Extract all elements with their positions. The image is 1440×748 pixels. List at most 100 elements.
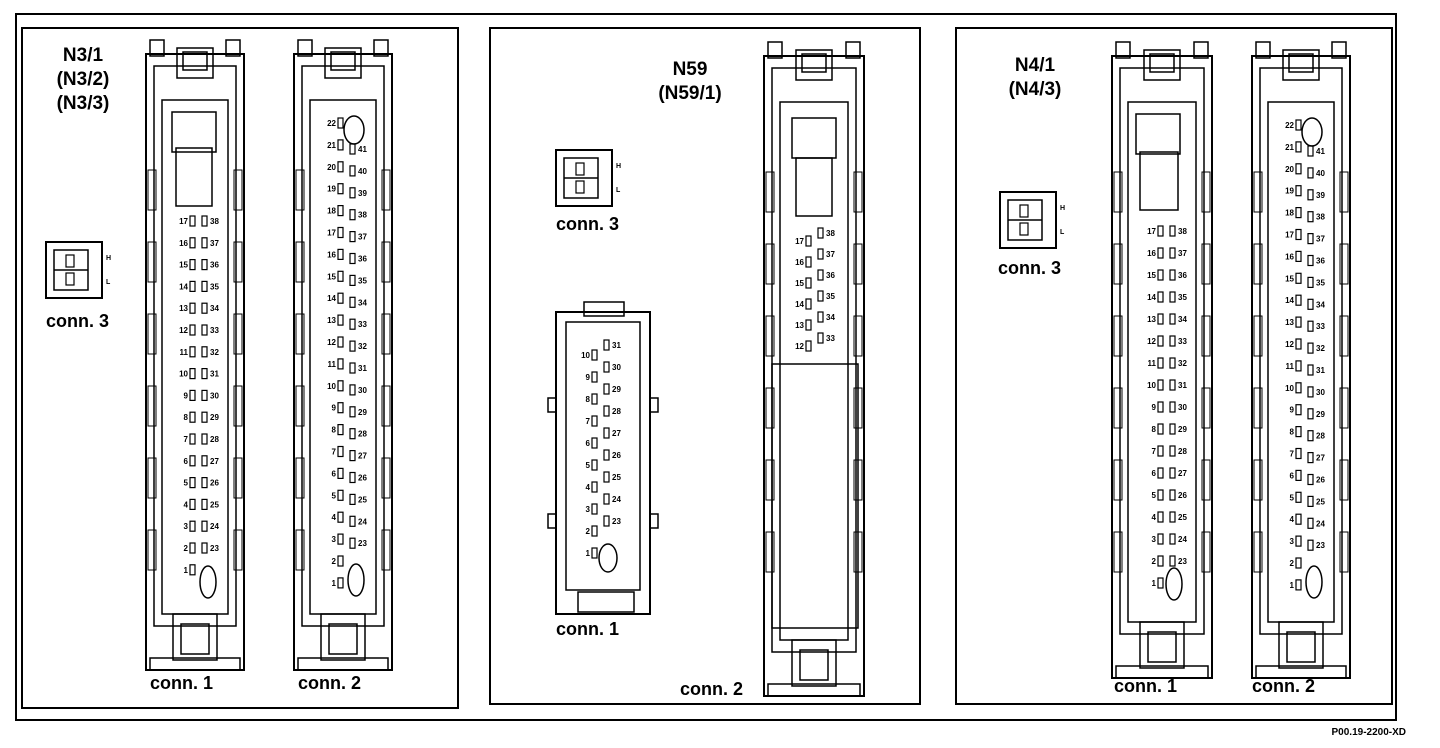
panel-1-conn-1-pin [201, 302, 208, 314]
panel-2-conn-1-pin [591, 547, 598, 559]
panel-1-conn-2-pin-num: 7 [332, 448, 337, 457]
panel-2-conn-2-body-latch-bottom [791, 639, 837, 687]
panel-1-conn-2-pin [337, 402, 344, 414]
panel-3-conn-2-body-frame [1259, 67, 1343, 635]
panel-3-conn-1-pin-num: 1 [1152, 579, 1157, 588]
panel-1-conn-3-label: conn. 3 [46, 311, 110, 331]
panel-3-conn-2-pin-num: 25 [1316, 497, 1325, 506]
panel-1-conn-1-body-latch-bottom [172, 613, 218, 661]
panel-1-conn-1-pin [201, 433, 208, 445]
panel-1-conn-3-body-pin-h [65, 254, 75, 268]
panel-3-conn-1-body-rib-right [1201, 531, 1211, 573]
panel-1-conn-2-pin [349, 340, 356, 352]
panel-3-conn-2-body-rib-left [1253, 387, 1263, 429]
panel-3-conn-2-body-latch-bottom [1278, 621, 1324, 669]
panel-1-conn-2-pin-num: 33 [358, 320, 367, 329]
panel-2-conn-1-pin [603, 361, 610, 373]
panel-1-title-line-3: (N3/3) [56, 93, 110, 114]
outer-frame [15, 13, 1397, 721]
panel-3-conn-2-body-rib-left [1253, 315, 1263, 357]
panel-1-conn-1-body-latch-bottom-inner [180, 623, 210, 655]
panel-1-conn-2-body-rib-right [381, 385, 391, 427]
panel-2-conn-2-body-rib-left [765, 531, 775, 573]
panel-2-conn-1-ear-r2 [649, 513, 659, 529]
panel-3-conn-1-pin [1169, 555, 1176, 567]
panel-1-conn-1-pin-num: 38 [210, 217, 219, 226]
panel-3-conn-1-pin [1169, 511, 1176, 523]
panel-1-conn-1-body-rib-left [147, 241, 157, 283]
panel-2-conn-2-pin [817, 290, 824, 302]
panel-3-conn-1-body-latch-bottom [1139, 621, 1185, 669]
panel-3-conn-2-pin-num: 39 [1316, 191, 1325, 200]
panel-3-conn-2-pin-num: 30 [1316, 388, 1325, 397]
panel-1-conn-2-pin-num: 22 [327, 119, 336, 128]
panel-2-conn-2-body-rib-right [853, 243, 863, 285]
panel-1-conn-2-pin-num: 32 [358, 342, 367, 351]
panel-2-conn-1-pin [603, 383, 610, 395]
panel-1-conn-1-body-latch-top [176, 47, 214, 79]
panel-3-conn-1-body-rib-left [1113, 387, 1123, 429]
panel-1-conn-1-pin-num: 16 [179, 239, 188, 248]
panel-3-conn-2-pin [1295, 250, 1302, 262]
panel-1-conn-1-pin [201, 280, 208, 292]
panel-1-conn-2-body-rib-right [381, 313, 391, 355]
panel-1-conn-2-body-latch-bottom-inner [328, 623, 358, 655]
panel-3-conn-2-pin-num: 16 [1285, 252, 1294, 261]
panel-3-conn-2-pin-num: 15 [1285, 274, 1294, 283]
panel-3-conn-1-pin-num: 2 [1152, 557, 1157, 566]
panel-2-conn-3-body-mark-h: H [616, 163, 621, 170]
panel-2-conn-1-pin-num: 26 [612, 451, 621, 460]
panel-2-conn-2-label: conn. 2 [680, 679, 744, 699]
panel-2-conn-2-window [791, 117, 837, 159]
panel-1-conn-1-pin [201, 520, 208, 532]
panel-3-conn-2-pin-num: 33 [1316, 322, 1325, 331]
panel-2-conn-1-pin-num: 5 [586, 461, 591, 470]
panel-2-conn-3-body: HL [555, 149, 621, 207]
panel-3-conn-2-pin-num: 36 [1316, 257, 1325, 266]
panel-3-conn-2-pin-num: 27 [1316, 454, 1325, 463]
panel-3-conn-2-pin [1307, 254, 1314, 267]
panel-1-conn-1-pin [189, 520, 196, 532]
panel-1-conn-2-body-frame [301, 65, 385, 627]
panel-2-conn-1-pin [591, 459, 598, 471]
panel-1-conn-1-pin [201, 324, 208, 336]
panel-2-conn-2-pin-num: 17 [795, 237, 804, 246]
panel-1-conn-2-pin-num: 31 [358, 364, 367, 373]
panel-3-conn-2-pin-num: 6 [1290, 471, 1295, 480]
panel-2-conn-1-pin-num: 1 [586, 549, 591, 558]
panel-2-conn-1-pin [603, 471, 610, 483]
panel-1-conn-2-pin [349, 209, 356, 221]
panel-3-conn-2-body-tab-left [1255, 41, 1271, 59]
panel-1-conn-3-body-pin-l [65, 272, 75, 286]
panel-2-conn-1-pin [603, 449, 610, 461]
panel-1-conn-1-body-rib-right [233, 169, 243, 211]
panel-3-conn-1-pin [1169, 357, 1176, 369]
panel-3-conn-2-pin-num: 9 [1290, 406, 1295, 415]
panel-2-conn-3-body-pin-l [575, 180, 585, 194]
panel-3-conn-1-body-rib-left [1113, 459, 1123, 501]
panel-1-conn-1-pin [189, 411, 196, 423]
panel-1-conn-1-pin [189, 346, 196, 358]
panel-1-conn-3-body-mark-h: H [106, 255, 111, 262]
panel-1-conn-1-pin-num: 3 [184, 522, 189, 531]
panel-2-conn-2-pin [817, 332, 824, 344]
panel-3-conn-1-pin [1169, 313, 1176, 325]
panel-1-conn-2-pin [337, 205, 344, 217]
panel-3-conn-2-key-top [1301, 117, 1323, 147]
panel-3-conn-1-pin [1157, 533, 1164, 545]
panel-3-conn-1-body-tab-left [1115, 41, 1131, 59]
panel-3-conn-2-pin [1307, 495, 1314, 507]
panel-1-conn-1-pin [201, 455, 208, 467]
panel-2-conn-2-body-rib-left [765, 315, 775, 357]
panel-2-frame [489, 27, 921, 705]
panel-2-title: N59 (N59/1) [640, 58, 740, 106]
panel-1-conn-2-pin-num: 6 [332, 469, 337, 478]
panel-3-conn-1-pin [1157, 269, 1164, 281]
panel-2-conn-1-pin-num: 9 [586, 373, 591, 382]
panel-3-conn-1-pin [1169, 401, 1176, 413]
panel-3-title-line-2: (N4/3) [1008, 79, 1062, 100]
panel-1-conn-2-pin-num: 18 [327, 207, 336, 216]
panel-3-conn-1-pin-num: 12 [1147, 337, 1156, 346]
